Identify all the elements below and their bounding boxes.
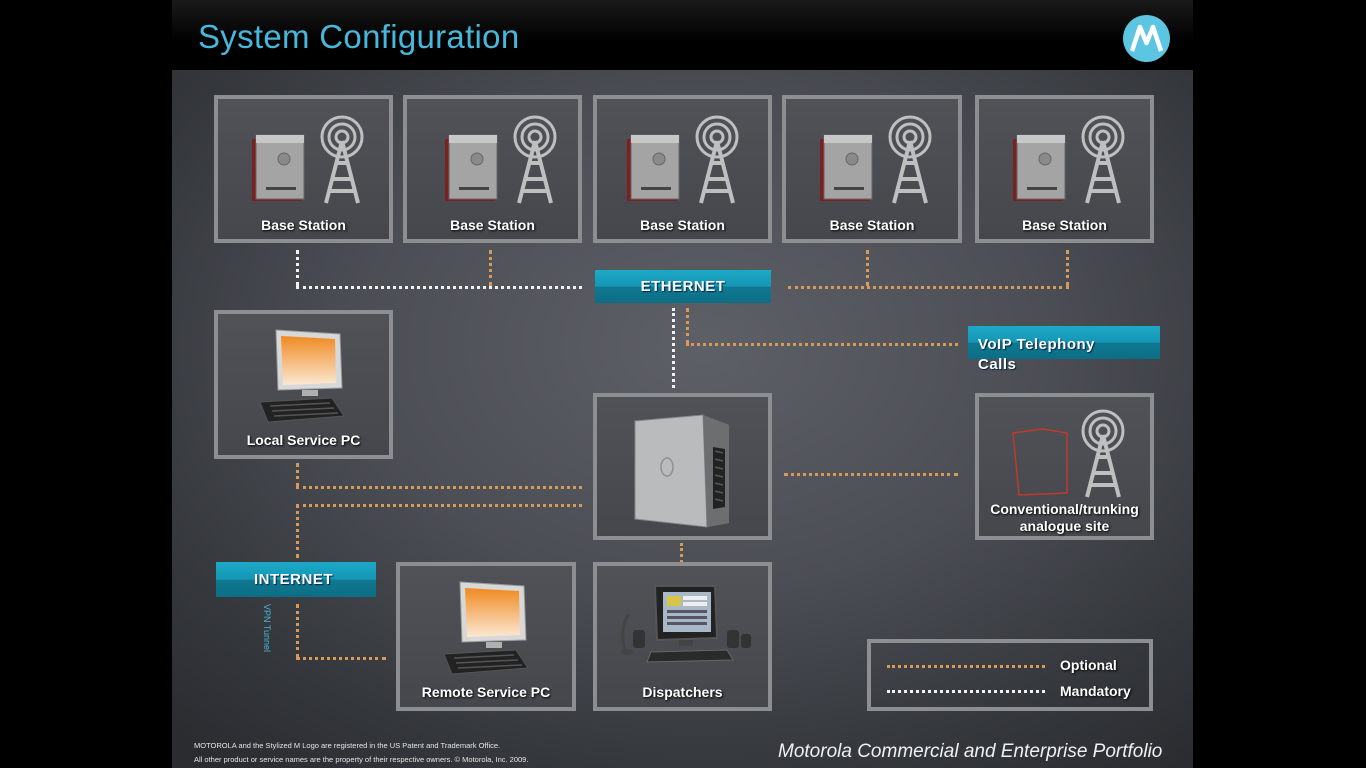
radio-tower-icon [1081,115,1125,204]
base-station-label: Base Station [829,217,915,233]
optional-link [296,504,582,507]
ethernet-bar[interactable]: ETHERNET [595,270,771,303]
base-station-cabinet-icon [445,134,498,201]
optional-link [784,473,958,476]
optional-link [296,486,582,489]
base-station-cabinet-icon [252,134,305,201]
base-station-cabinet-icon [1013,134,1066,201]
optional-link [680,543,683,563]
legend-mandatory-label: Mandatory [1060,683,1131,699]
server-tower-icon [634,414,729,528]
legend: Optional Mandatory [867,639,1153,711]
computer-monitor-icon [259,329,345,423]
title-bar: System Configuration [172,0,1193,70]
local-service-pc-label: Local Service PC [246,432,361,448]
radio-tower-icon [513,115,557,204]
central-server[interactable] [593,393,772,540]
vpn-tunnel-label: VPN Tunnel [262,604,272,653]
voip-label: VoIP Telephony Calls [978,336,1096,373]
legend-optional-label: Optional [1060,657,1117,673]
base-station-cabinet-icon [820,134,873,201]
conventional-trunking-analogue-site[interactable]: Conventional/trunking analogue site [975,393,1154,540]
internet-bar[interactable]: INTERNET [216,562,376,597]
base-station-2[interactable]: Base Station [403,95,582,243]
optional-link [788,286,1069,289]
remote-service-pc-label: Remote Service PC [421,684,551,700]
voip-telephony-bar[interactable]: VoIP Telephony Calls [968,326,1160,373]
analogue-site-label: Conventional/trunking analogue site [990,501,1139,534]
slide-title: System Configuration [198,18,520,55]
base-station-1[interactable]: Base Station [214,95,393,243]
dispatch-console-icon [621,585,751,663]
legend-optional-swatch [887,665,1045,668]
remote-service-pc[interactable]: Remote Service PC [396,562,576,711]
radio-tower-icon [888,115,932,204]
mandatory-link [296,250,299,286]
computer-monitor-icon [443,581,529,675]
trademark-notice: MOTOROLA and the Stylized M Logo are reg… [194,741,501,750]
dispatchers[interactable]: Dispatchers [593,562,772,711]
legend-mandatory-swatch [887,690,1045,693]
base-station-3[interactable]: Base Station [593,95,772,243]
optional-link [686,343,958,346]
optional-link [296,504,299,558]
mandatory-link [296,286,582,289]
optional-link [866,250,869,286]
base-station-label: Base Station [261,217,346,233]
copyright-notice: All other product or service names are t… [194,755,529,764]
mandatory-link [672,308,675,388]
dispatchers-label: Dispatchers [642,684,723,700]
slide: System Configuration [172,0,1193,768]
base-station-5[interactable]: Base Station [975,95,1154,243]
optional-link [489,250,492,286]
radio-tower-icon [320,115,364,204]
base-station-label: Base Station [640,217,725,233]
optional-link [686,308,689,344]
local-service-pc[interactable]: Local Service PC [214,310,393,459]
base-station-cabinet-icon [627,134,680,201]
analogue-site-outline-icon [1012,428,1068,496]
optional-link [296,604,299,658]
optional-link [296,657,386,660]
radio-tower-icon [695,115,739,204]
motorola-logo-icon [1123,15,1170,62]
radio-tower-icon [1081,409,1125,498]
base-station-label: Base Station [1022,217,1107,233]
optional-link [296,463,299,487]
portfolio-caption: Motorola Commercial and Enterprise Portf… [778,741,1163,762]
base-station-label: Base Station [450,217,535,233]
optional-link [1066,250,1069,286]
base-station-4[interactable]: Base Station [782,95,962,243]
